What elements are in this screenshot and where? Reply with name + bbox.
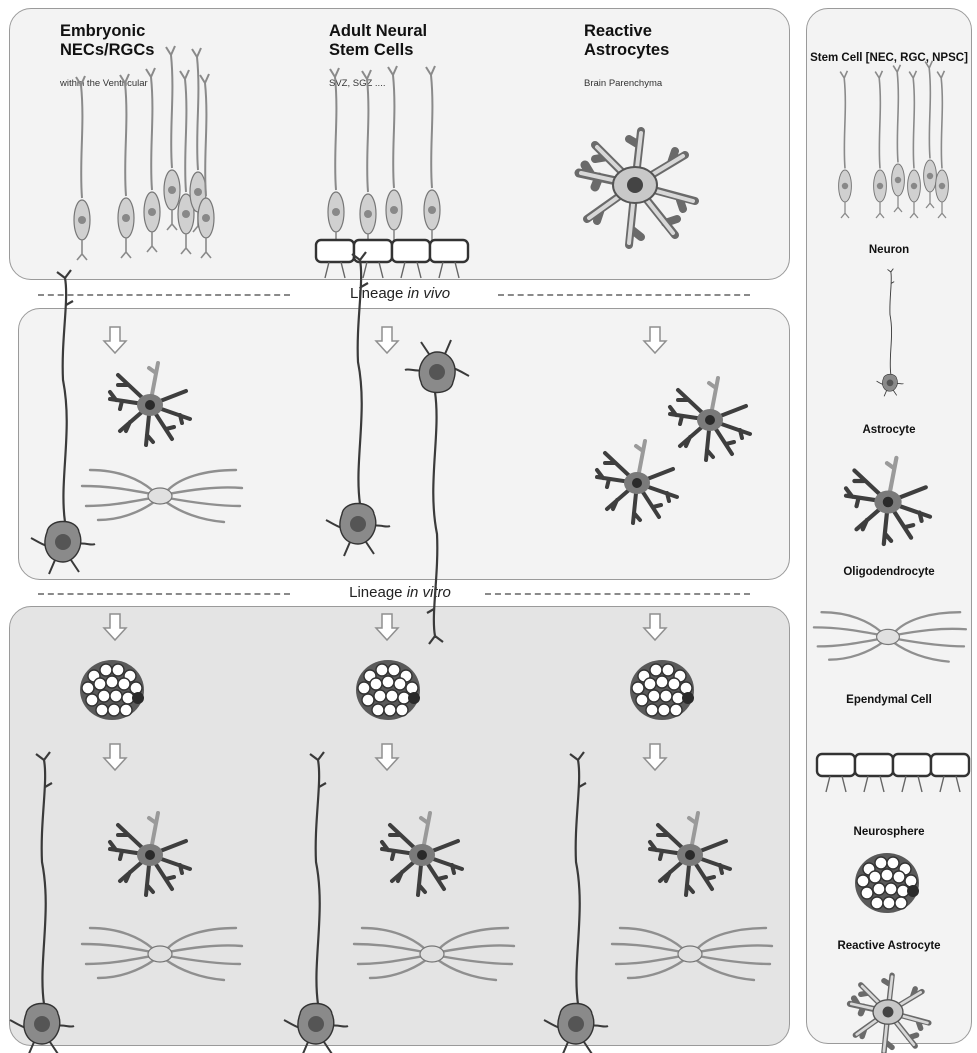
arrow-down-icon — [376, 744, 398, 770]
neurosphere-icon — [855, 853, 919, 913]
neuron-illustration — [10, 752, 74, 1053]
neurosphere-illustration — [356, 660, 420, 720]
arrow-down-icon — [644, 327, 666, 353]
oligodendrocyte-illustration — [612, 928, 772, 980]
astrocyte-illustration — [382, 813, 462, 895]
reactive-astrocyte-icon — [850, 975, 929, 1053]
arrow-down-icon — [376, 614, 398, 640]
arrow-down-icon — [376, 327, 398, 353]
adult-nsc-cluster — [316, 66, 468, 278]
neuron-illustration — [326, 252, 390, 556]
neuron-icon — [877, 269, 904, 397]
arrow-down-icon — [104, 327, 126, 353]
astrocyte-illustration — [110, 363, 190, 445]
arrow-down-icon — [104, 614, 126, 640]
astrocyte-illustration — [670, 378, 750, 460]
astrocyte-icon — [846, 458, 930, 544]
neuron-illustration — [31, 270, 95, 574]
oligodendrocyte-icon — [814, 612, 966, 661]
neurosphere-illustration — [630, 660, 694, 720]
neurosphere-illustration — [80, 660, 144, 720]
oligodendrocyte-illustration — [82, 470, 242, 522]
astrocyte-illustration — [110, 813, 190, 895]
reactive-astrocyte-illustration — [579, 131, 695, 245]
stem-cell-icon — [839, 61, 949, 218]
astrocyte-illustration — [597, 441, 677, 523]
oligodendrocyte-illustration — [354, 928, 514, 980]
neuron-illustration — [405, 340, 469, 644]
ependymal-cell-icon — [817, 754, 969, 792]
neuron-illustration — [284, 752, 348, 1053]
arrow-down-icon — [104, 744, 126, 770]
arrow-down-icon — [644, 614, 666, 640]
embryonic-rgc-cluster — [74, 46, 214, 260]
oligodendrocyte-illustration — [82, 928, 242, 980]
astrocyte-illustration — [650, 813, 730, 895]
arrow-down-icon — [644, 744, 666, 770]
neuron-illustration — [544, 752, 608, 1053]
